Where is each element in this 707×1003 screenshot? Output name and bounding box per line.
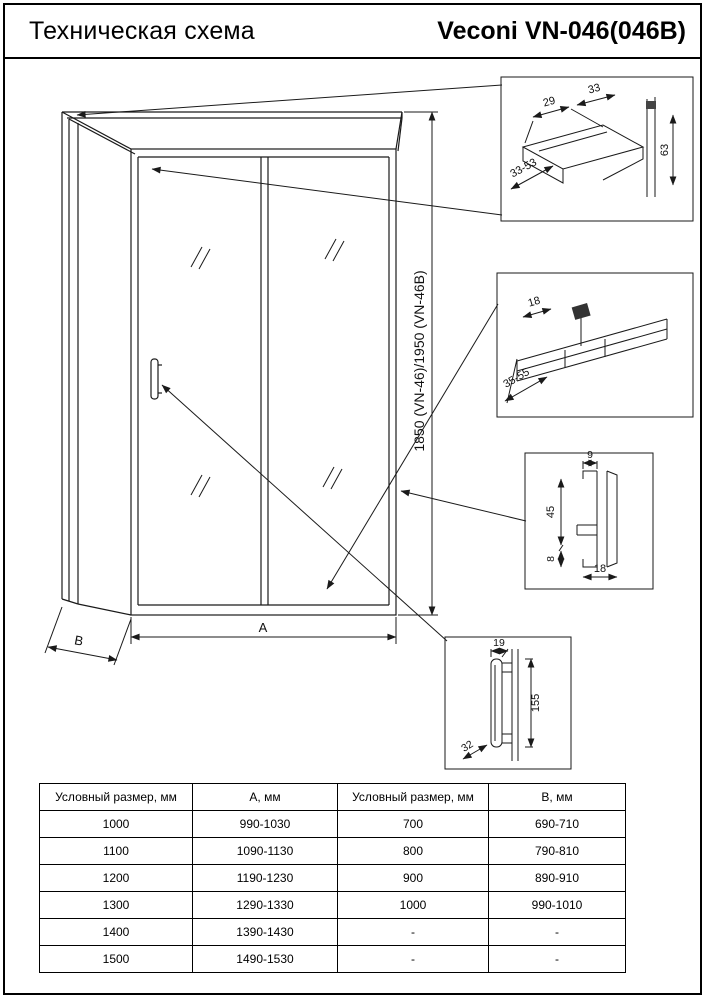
column-header: Условный размер, мм [337, 783, 489, 811]
detail-view-handle [444, 636, 572, 770]
column-header: В, мм [488, 783, 626, 811]
detail-top-dim-33: 33 [587, 82, 602, 97]
table-cell: 1400 [39, 918, 193, 946]
glass-reflection-marks [190, 238, 345, 498]
product-name: Veconi VN-046(046B) [437, 16, 686, 45]
table-cell: 1390-1430 [192, 918, 338, 946]
table-cell: 1500 [39, 945, 193, 973]
main-dimensions [44, 111, 438, 666]
table-cell: 790-810 [488, 837, 626, 865]
table-cell: 700 [337, 810, 489, 838]
detail-mid-dim-18: 18 [527, 295, 542, 310]
detail-handle-dim-32: 32 [459, 738, 475, 755]
table-cell: 1000 [39, 810, 193, 838]
width-dimension-label: А [259, 620, 268, 635]
table-cell: 1290-1330 [192, 891, 338, 919]
table-cell: - [337, 945, 489, 973]
detail-top-dim-63: 63 [659, 144, 671, 156]
size-table: Условный размер, мм А, мм Условный разме… [39, 783, 626, 973]
table-cell: 690-710 [488, 810, 626, 838]
detail-view-bottom-rail [496, 272, 694, 418]
table-cell: 990-1030 [192, 810, 338, 838]
main-dimension-labels: 1850 (VN-46)/1950 (VN-46B) А В [73, 270, 427, 648]
door-handle [150, 358, 162, 400]
detail-handle-dim-19: 19 [493, 637, 505, 649]
detail-top-dim-29: 29 [542, 95, 557, 110]
table-cell: 890-910 [488, 864, 626, 892]
table-cell: 990-1010 [488, 891, 626, 919]
table-cell: 1200 [39, 864, 193, 892]
technical-drawing: 1850 (VN-46)/1950 (VN-46B) А В [44, 76, 694, 770]
table-row: 1300 1290-1330 1000 990-1010 [39, 891, 626, 919]
detail-profile-dim-8: 8 [545, 556, 557, 562]
schematic-page: Техническая схема Veconi VN-046(046B) [3, 3, 702, 995]
table-row: 1500 1490-1530 - - [39, 945, 626, 973]
detail-top-frame [500, 76, 694, 222]
detail-profile-dim-18: 18 [594, 563, 606, 575]
column-header: А, мм [192, 783, 338, 811]
table-cell: 800 [337, 837, 489, 865]
detail-leader-lines [76, 84, 527, 642]
detail-view-top-rail [500, 76, 694, 222]
table-cell: 1300 [39, 891, 193, 919]
detail-profile-dim-9: 9 [587, 449, 593, 461]
detail-mid-frame [496, 272, 694, 418]
table-row: 1200 1190-1230 900 890-910 [39, 864, 626, 892]
detail-handle-dim-155: 155 [530, 694, 542, 712]
table-row: 1400 1390-1430 - - [39, 918, 626, 946]
table-cell: 1100 [39, 837, 193, 865]
table-cell: 900 [337, 864, 489, 892]
detail-profile-frame [524, 452, 654, 590]
depth-dimension-label: В [73, 632, 84, 648]
height-dimension-label: 1850 (VN-46)/1950 (VN-46B) [411, 270, 427, 451]
column-header: Условный размер, мм [39, 783, 193, 811]
detail-handle-frame [444, 636, 572, 770]
table-cell: 1000 [337, 891, 489, 919]
table-cell: 1190-1230 [192, 864, 338, 892]
table-cell: - [488, 945, 626, 973]
page-header: Техническая схема Veconi VN-046(046B) [5, 5, 700, 59]
page-title: Техническая схема [29, 16, 255, 45]
table-row: 1000 990-1030 700 690-710 [39, 810, 626, 838]
table-cell: - [488, 918, 626, 946]
shower-enclosure-view [61, 111, 403, 616]
table-cell: 1490-1530 [192, 945, 338, 973]
detail-profile-dim-45: 45 [545, 506, 557, 518]
table-cell: 1090-1130 [192, 837, 338, 865]
table-cell: - [337, 918, 489, 946]
detail-profile-labels: 9 45 8 18 [545, 449, 606, 575]
table-row: 1100 1090-1130 800 790-810 [39, 837, 626, 865]
detail-view-wall-profile [524, 452, 654, 590]
table-header-row: Условный размер, мм А, мм Условный разме… [39, 783, 626, 811]
detail-handle-labels: 19 155 32 [459, 637, 542, 755]
